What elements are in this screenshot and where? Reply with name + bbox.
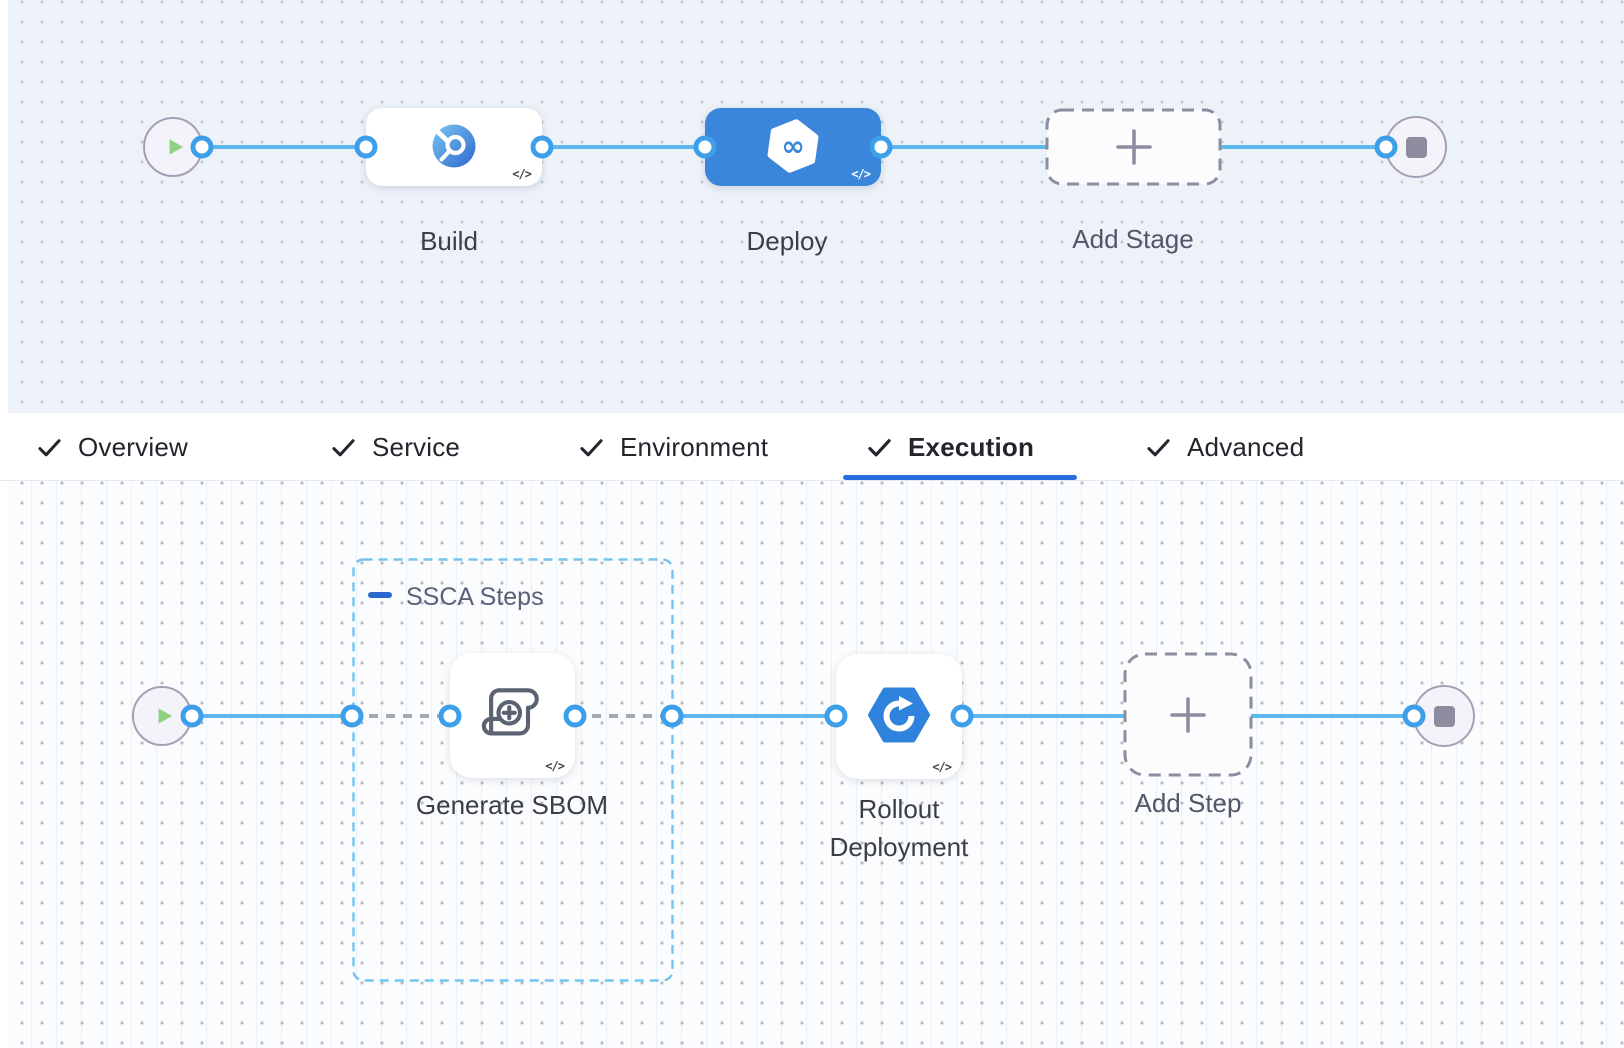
connector-point[interactable]	[190, 135, 214, 159]
tab-label: Service	[372, 431, 461, 462]
plus-icon	[1115, 129, 1152, 165]
step-node-generate-sbom[interactable]: </>	[450, 653, 575, 778]
stop-icon	[1405, 136, 1427, 158]
tab-advanced[interactable]: Advanced	[1145, 429, 1304, 465]
stage-node-deploy[interactable]: ∞ </>	[705, 108, 881, 186]
connector-point[interactable]	[354, 135, 378, 159]
step-node-rollout-deployment[interactable]: </>	[836, 654, 962, 779]
stage-label-deploy: Deploy	[746, 226, 828, 256]
tab-execution[interactable]: Execution	[866, 429, 1034, 465]
checkmark-icon	[868, 438, 891, 456]
execution-steps-canvas[interactable]	[0, 481, 1624, 1048]
add-stage-label: Add Stage	[1072, 224, 1194, 254]
stop-icon	[1433, 705, 1455, 727]
connector-point[interactable]	[438, 704, 462, 728]
step-label-rollout-deployment: Rollout Deployment	[830, 790, 969, 866]
code-view-badge: </>	[512, 167, 532, 181]
step-label-line2: Deployment	[829, 832, 969, 862]
connector-point[interactable]	[563, 704, 587, 728]
tab-environment[interactable]: Environment	[578, 429, 768, 465]
active-tab-indicator	[843, 475, 1077, 480]
checkmark-icon	[580, 438, 603, 456]
step-label-generate-sbom: Generate SBOM	[415, 790, 609, 820]
infinity-glyph: ∞	[781, 130, 804, 163]
ci-build-magnifier-icon	[432, 124, 476, 168]
stage-label-build: Build	[420, 226, 478, 256]
stage-config-tabbar: Overview Service Environment Execution A…	[0, 413, 1624, 481]
code-view-badge: </>	[851, 167, 871, 181]
connector-point[interactable]	[1374, 135, 1398, 159]
rollout-sync-hexagon-icon	[868, 687, 930, 742]
connector-point[interactable]	[869, 135, 893, 159]
connector-point[interactable]	[950, 704, 974, 728]
connector-point[interactable]	[340, 704, 364, 728]
connector-point[interactable]	[530, 135, 554, 159]
connector-edge	[672, 714, 836, 718]
stage-node-build[interactable]: </>	[366, 108, 542, 186]
tab-label: Execution	[908, 431, 1035, 462]
group-label: SSCA Steps	[406, 583, 544, 611]
collapse-group-button[interactable]	[368, 592, 392, 598]
step-group-ssca	[352, 558, 674, 982]
connector-edge-dashed	[352, 714, 450, 718]
canvas-left-gutter	[0, 0, 8, 413]
tab-label: Advanced	[1187, 431, 1305, 462]
add-step-button[interactable]	[1123, 652, 1253, 777]
code-view-badge: </>	[932, 760, 952, 774]
group-dashed-border	[352, 558, 674, 982]
checkmark-icon	[38, 438, 61, 456]
tab-label: Overview	[78, 431, 188, 462]
checkmark-icon	[1147, 438, 1170, 456]
canvas-left-gutter	[0, 481, 8, 1048]
play-icon	[169, 139, 184, 155]
tab-service[interactable]: Service	[330, 429, 460, 465]
connector-point[interactable]	[660, 704, 684, 728]
stage-pipeline-canvas[interactable]	[0, 0, 1624, 413]
pipeline-start-node	[143, 117, 203, 177]
code-view-badge: </>	[545, 759, 565, 773]
cd-infinity-hexagon-icon: ∞	[767, 119, 819, 173]
connector-edge	[542, 145, 705, 149]
connector-point[interactable]	[693, 135, 717, 159]
add-step-label: Add Step	[1134, 788, 1242, 818]
connector-edge	[202, 145, 366, 149]
checkmark-icon	[332, 438, 355, 456]
connector-point[interactable]	[180, 704, 204, 728]
sbom-scroll-plus-icon	[481, 687, 539, 735]
play-icon	[158, 708, 173, 724]
add-stage-button[interactable]	[1045, 108, 1222, 186]
connector-point[interactable]	[824, 704, 848, 728]
connector-edge-dashed	[575, 714, 672, 718]
tab-overview[interactable]: Overview	[36, 429, 188, 465]
connector-edge	[192, 714, 352, 718]
connector-point[interactable]	[1402, 704, 1426, 728]
tab-label: Environment	[620, 431, 769, 462]
plus-icon	[1170, 696, 1206, 733]
step-label-line1: Rollout	[858, 794, 940, 824]
